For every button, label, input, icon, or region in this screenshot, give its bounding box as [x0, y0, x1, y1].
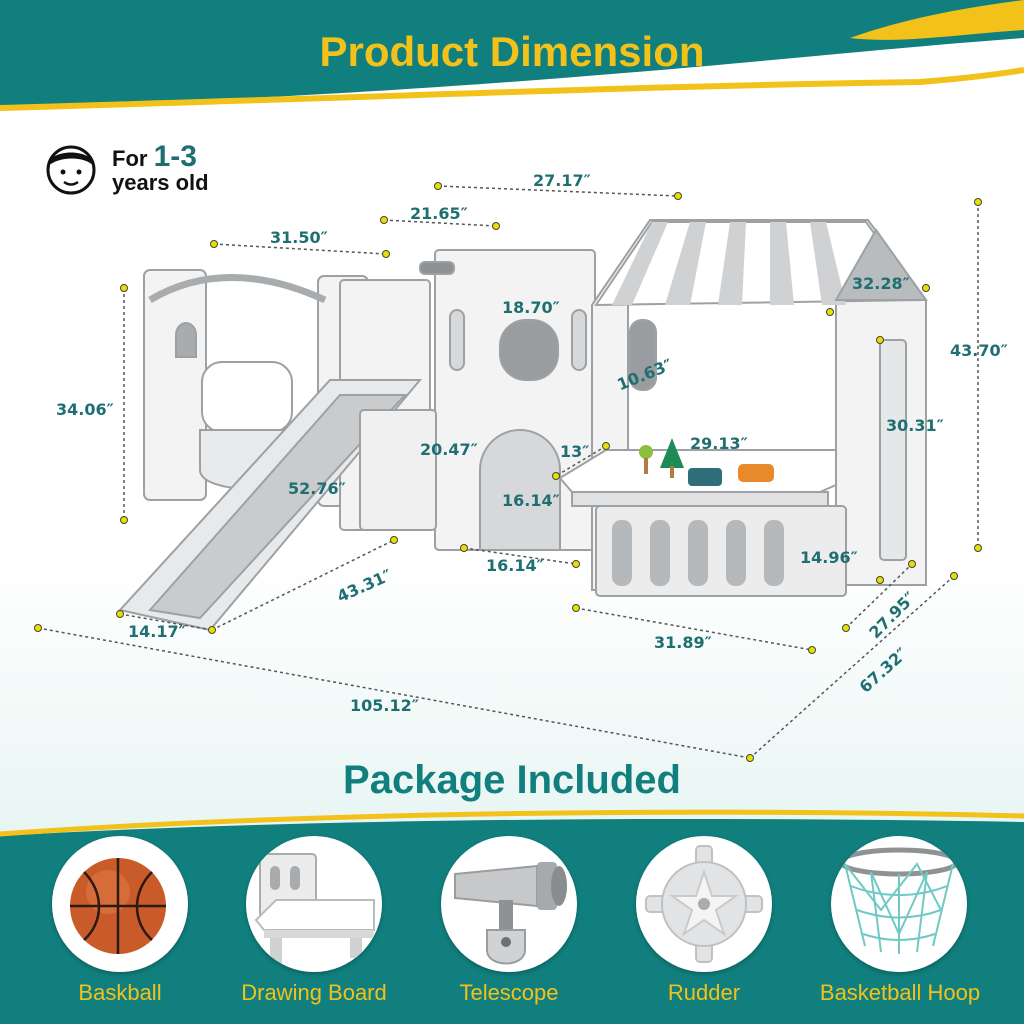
telescope-icon — [454, 862, 567, 965]
dimension-lines — [37, 185, 979, 759]
package-item-basketball — [52, 836, 188, 972]
package-item-basketball-hoop — [831, 836, 967, 972]
package-label-basketball-hoop: Basketball Hoop — [819, 980, 981, 1005]
package-label-basketball: Baskball — [78, 980, 162, 1005]
dim-swing-height: 34.06″ — [56, 400, 114, 419]
dim-slide-width: 14.17″ — [128, 622, 186, 641]
dim-table-width: 29.13″ — [690, 434, 748, 453]
package-label-drawing-board: Drawing Board — [241, 980, 387, 1005]
dim-table-depth: 13″ — [560, 442, 590, 461]
page-title: Product Dimension — [319, 28, 705, 75]
dim-house-height: 30.31″ — [886, 416, 944, 435]
package-item-telescope — [441, 836, 577, 972]
age-range: 1-3 — [153, 140, 197, 173]
dim-slide-length: 52.76″ — [288, 479, 346, 498]
age-suffix: years old — [112, 170, 209, 195]
dim-overall-length: 105.12″ — [350, 696, 419, 715]
dim-tower-base-height: 20.47″ — [420, 440, 478, 459]
child-face-icon — [46, 145, 96, 195]
dimension-dots — [34, 182, 982, 762]
dim-top-width: 27.17″ — [533, 171, 591, 190]
dim-tower-window-height: 18.70″ — [502, 298, 560, 317]
playset-illustration — [118, 219, 928, 632]
dim-roof-width: 32.28″ — [852, 274, 910, 293]
package-title: Package Included — [343, 758, 681, 802]
age-prefix: For — [112, 146, 154, 171]
header-gold-accent — [850, 0, 1024, 40]
age-badge: For 1-3 years old — [40, 140, 260, 200]
drawing-board-icon — [254, 853, 375, 968]
dim-swing-width: 31.50″ — [270, 228, 328, 247]
table-toys — [639, 438, 774, 486]
rudder-icon — [645, 845, 763, 963]
basketball-icon — [70, 858, 166, 954]
basketball-hoop-icon — [838, 847, 960, 954]
dim-tower-width: 21.65″ — [410, 204, 468, 223]
dim-table-height: 14.96″ — [800, 548, 858, 567]
header-banner — [0, 0, 1024, 108]
dim-arch-height: 16.14″ — [502, 491, 560, 510]
package-label-telescope: Telescope — [459, 980, 559, 1005]
package-item-rudder — [636, 836, 772, 972]
dim-fence-length: 31.89″ — [654, 633, 712, 652]
dim-arch-width: 16.14″ — [486, 556, 544, 575]
package-item-drawing-board — [246, 836, 382, 972]
dim-total-height: 43.70″ — [950, 341, 1008, 360]
package-label-rudder: Rudder — [667, 980, 741, 1005]
